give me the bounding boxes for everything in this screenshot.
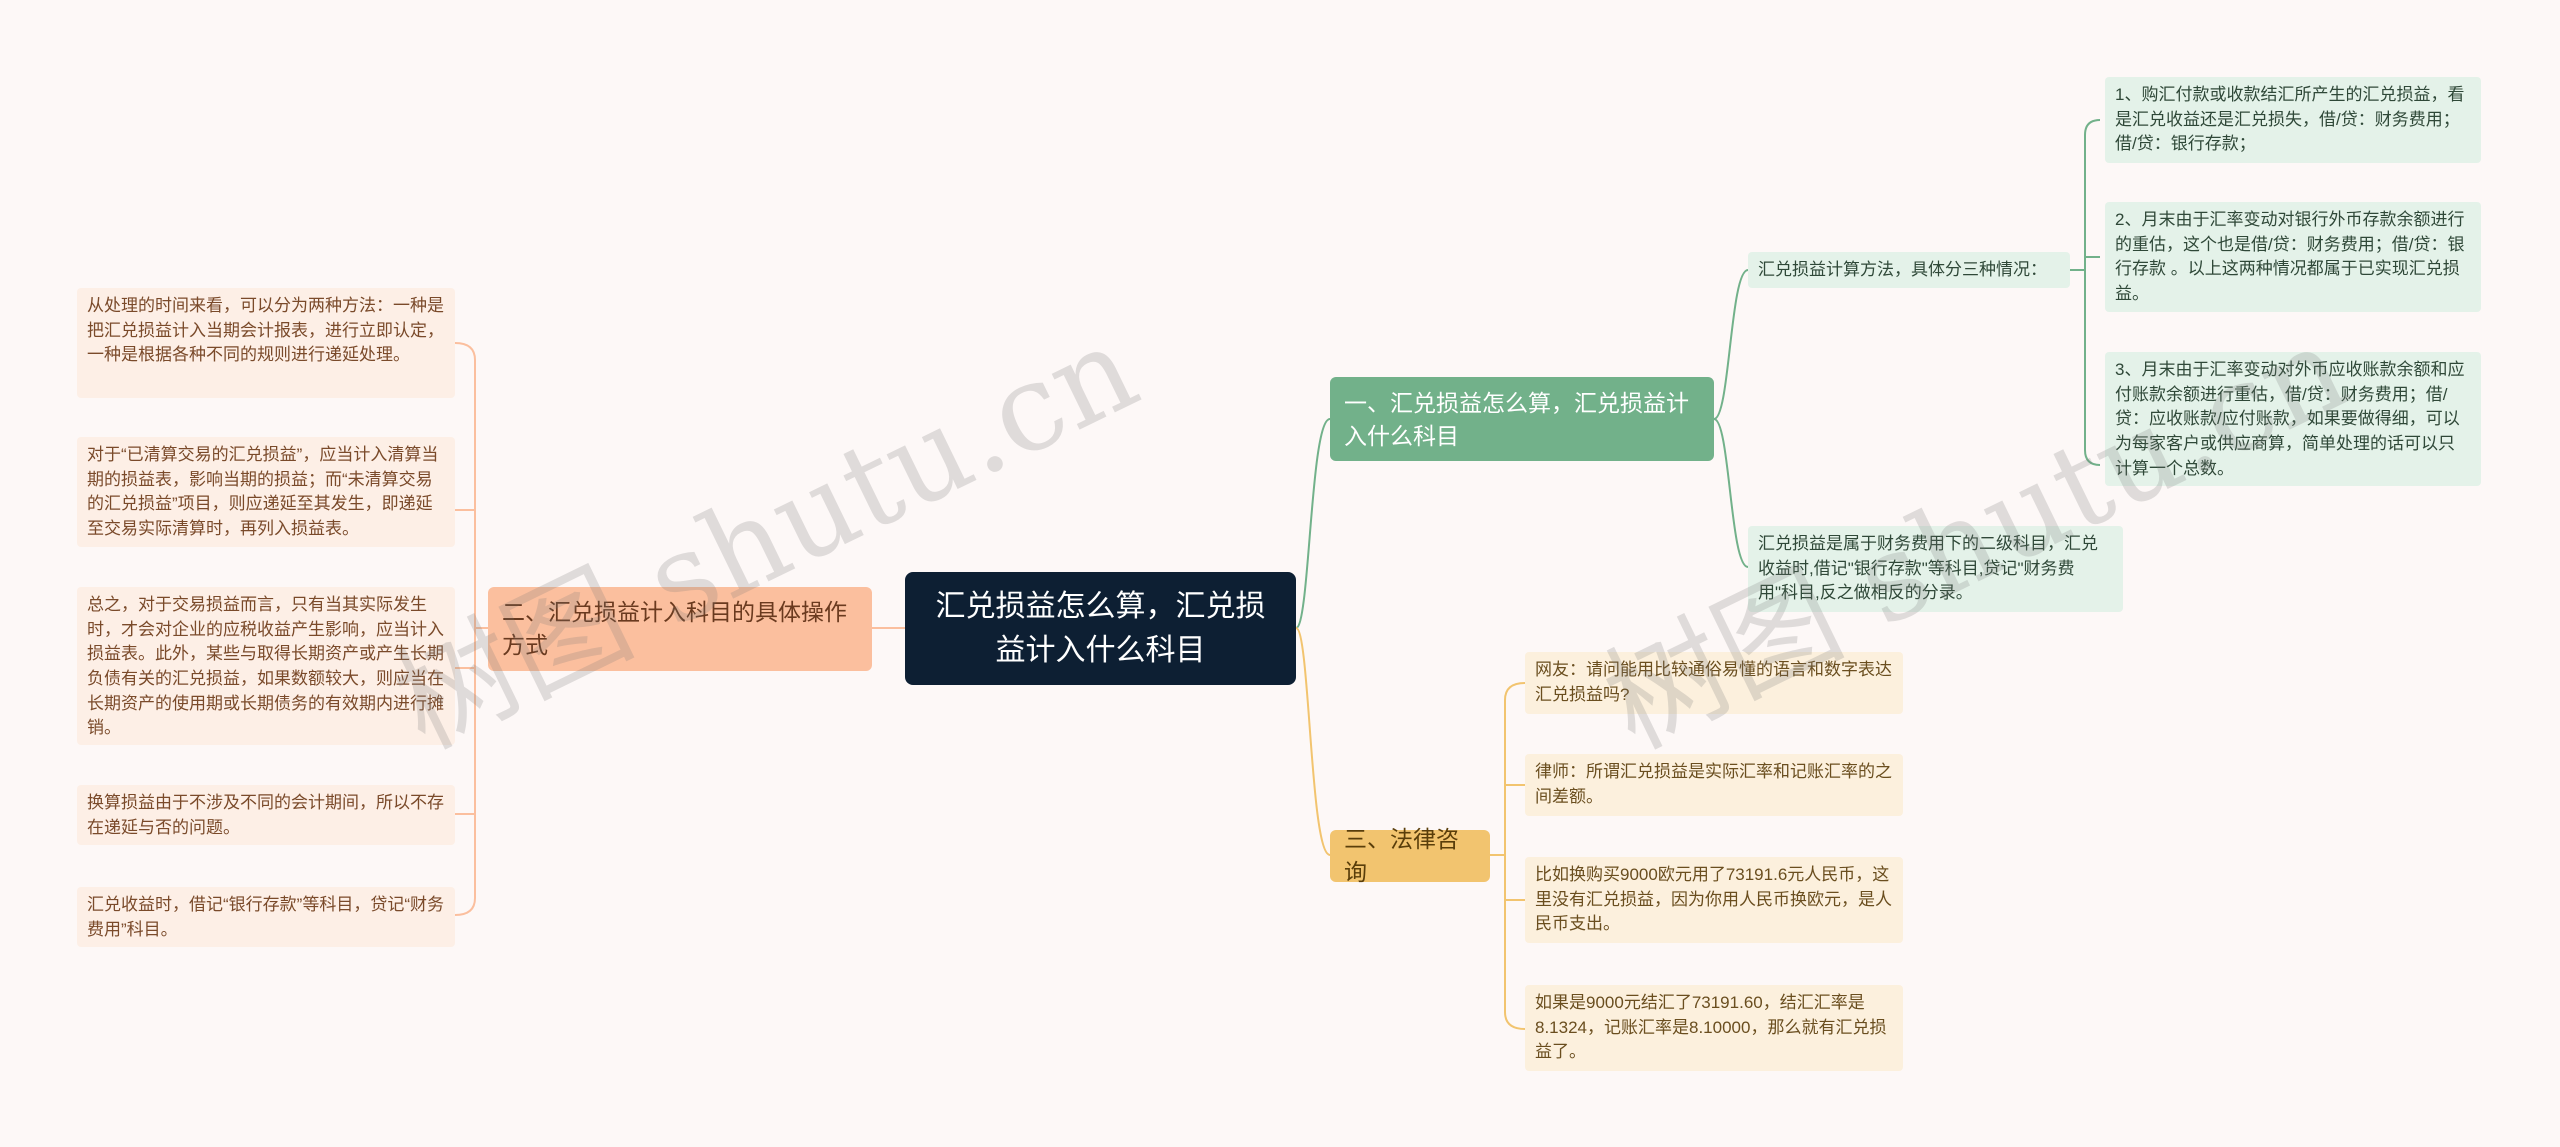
branch-2-item-4-text: 换算损益由于不涉及不同的会计期间，所以不存在递延与否的问题。 xyxy=(87,793,444,837)
root-topic-label: 汇兑损益怎么算，汇兑损益计入什么科目 xyxy=(935,590,1266,667)
branch-2-label: 二、汇兑损益计入科目的具体操作方式 xyxy=(502,598,847,658)
branch-3-item-1-text: 网友：请问能用比较通俗易懂的语言和数字表达汇兑损益吗? xyxy=(1535,660,1892,704)
branch-3-item-3-text: 比如换购买9000欧元用了73191.6元人民币，这里没有汇兑损益，因为你用人民… xyxy=(1535,865,1892,934)
branch-1-topic[interactable]: 一、汇兑损益怎么算，汇兑损益计入什么科目 xyxy=(1330,377,1714,461)
branch-2-item-2[interactable]: 对于“已清算交易的汇兑损益”，应当计入清算当期的损益表，影响当期的损益；而“未清… xyxy=(77,437,455,547)
branch-3-item-4-text: 如果是9000元结汇了73191.60，结汇汇率是8.1324，记账汇率是8.1… xyxy=(1535,993,1887,1062)
branch-3-item-3[interactable]: 比如换购买9000欧元用了73191.6元人民币，这里没有汇兑损益，因为你用人民… xyxy=(1525,857,1903,943)
branch-2-item-5[interactable]: 汇兑收益时，借记“银行存款”等科目，贷记“财务费用”科目。 xyxy=(77,887,455,947)
branch-2-item-3-text: 总之，对于交易损益而言，只有当其实际发生时，才会对企业的应税收益产生影响，应当计… xyxy=(87,595,444,738)
branch-2-item-3[interactable]: 总之，对于交易损益而言，只有当其实际发生时，才会对企业的应税收益产生影响，应当计… xyxy=(77,587,455,745)
branch-3-item-2-text: 律师：所谓汇兑损益是实际汇率和记账汇率的之间差额。 xyxy=(1535,762,1892,806)
branch-1-sub1-item-1-text: 1、购汇付款或收款结汇所产生的汇兑损益，看是汇兑收益还是汇兑损失，借/贷：财务费… xyxy=(2115,85,2465,154)
branch-1-sub2-text: 汇兑损益是属于财务费用下的二级科目，汇兑收益时,借记"银行存款"等科目,贷记"财… xyxy=(1758,534,2098,603)
branch-1-sub1-label: 汇兑损益计算方法，具体分三种情况： xyxy=(1758,260,2047,279)
branch-2-topic[interactable]: 二、汇兑损益计入科目的具体操作方式 xyxy=(488,587,872,671)
branch-1-sub1-item-3[interactable]: 3、月末由于汇率变动对外币应收账款余额和应付账款余额进行重估，借/贷：财务费用；… xyxy=(2105,352,2481,486)
branch-2-item-1[interactable]: 从处理的时间来看，可以分为两种方法：一种是把汇兑损益计入当期会计报表，进行立即认… xyxy=(77,288,455,398)
branch-2-item-1-text: 从处理的时间来看，可以分为两种方法：一种是把汇兑损益计入当期会计报表，进行立即认… xyxy=(87,296,444,365)
branch-1-sub1-item-2-text: 2、月末由于汇率变动对银行外币存款余额进行的重估，这个也是借/贷：财务费用；借/… xyxy=(2115,210,2465,303)
branch-3-topic[interactable]: 三、法律咨询 xyxy=(1330,826,1490,885)
branch-1-sub1-item-2[interactable]: 2、月末由于汇率变动对银行外币存款余额进行的重估，这个也是借/贷：财务费用；借/… xyxy=(2105,202,2481,312)
branch-3-item-4[interactable]: 如果是9000元结汇了73191.60，结汇汇率是8.1324，记账汇率是8.1… xyxy=(1525,985,1903,1071)
branch-1-sub1-item-3-text: 3、月末由于汇率变动对外币应收账款余额和应付账款余额进行重估，借/贷：财务费用；… xyxy=(2115,360,2465,478)
branch-2-item-5-text: 汇兑收益时，借记“银行存款”等科目，贷记“财务费用”科目。 xyxy=(87,895,444,939)
branch-2-item-2-text: 对于“已清算交易的汇兑损益”，应当计入清算当期的损益表，影响当期的损益；而“未清… xyxy=(87,445,439,538)
root-topic[interactable]: 汇兑损益怎么算，汇兑损益计入什么科目 xyxy=(905,572,1296,685)
branch-1-sub1-item-1[interactable]: 1、购汇付款或收款结汇所产生的汇兑损益，看是汇兑收益还是汇兑损失，借/贷：财务费… xyxy=(2105,77,2481,163)
branch-3-item-2[interactable]: 律师：所谓汇兑损益是实际汇率和记账汇率的之间差额。 xyxy=(1525,754,1903,816)
branch-1-sub2[interactable]: 汇兑损益是属于财务费用下的二级科目，汇兑收益时,借记"银行存款"等科目,贷记"财… xyxy=(1748,526,2123,612)
branch-3-label: 三、法律咨询 xyxy=(1344,825,1459,885)
branch-3-item-1[interactable]: 网友：请问能用比较通俗易懂的语言和数字表达汇兑损益吗? xyxy=(1525,652,1903,714)
branch-1-sub1[interactable]: 汇兑损益计算方法，具体分三种情况： xyxy=(1748,252,2070,288)
branch-2-item-4[interactable]: 换算损益由于不涉及不同的会计期间，所以不存在递延与否的问题。 xyxy=(77,785,455,845)
branch-1-label: 一、汇兑损益怎么算，汇兑损益计入什么科目 xyxy=(1344,390,1689,450)
